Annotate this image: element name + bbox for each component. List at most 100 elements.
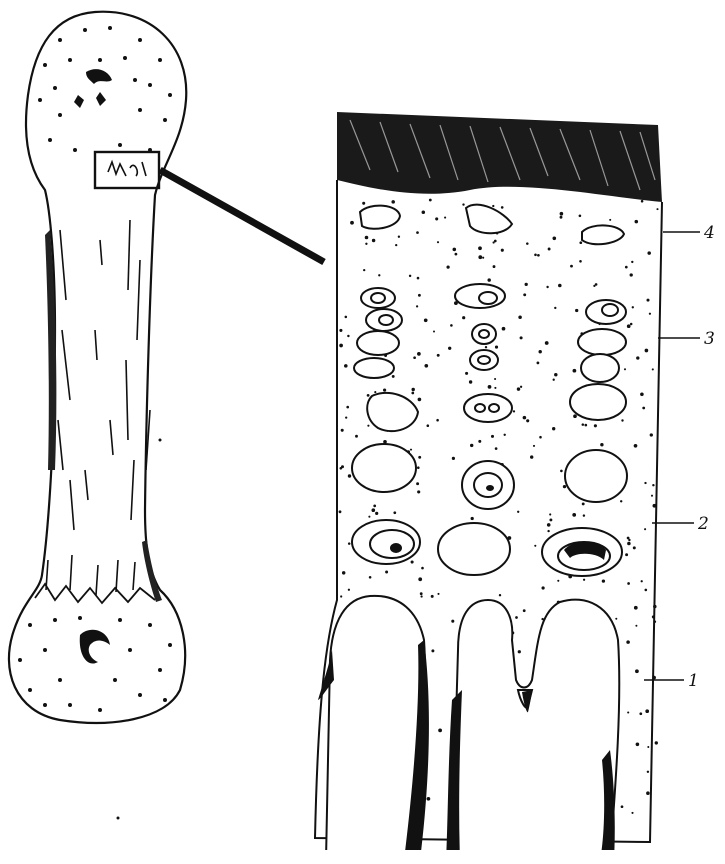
stipple-dot (639, 712, 642, 715)
stipple-dot (534, 253, 537, 256)
stipple-dot (573, 414, 577, 418)
stipple-dot (418, 398, 422, 402)
stipple-dot (418, 456, 421, 459)
stipple-dot (345, 316, 348, 319)
stipple-dot (420, 595, 422, 597)
stipple-dot (417, 466, 420, 469)
stipple-dot (582, 502, 585, 505)
magnification-connector (160, 170, 324, 262)
stipple-dot (427, 797, 431, 801)
stipple-dot (631, 812, 633, 814)
stipple-dot (542, 586, 545, 589)
stipple-dot (369, 576, 372, 579)
stipple-dot (455, 253, 458, 256)
stipple-dot (385, 571, 388, 574)
stipple-dot (560, 470, 563, 473)
stipple-dot (609, 219, 611, 221)
stipple-dot (549, 518, 552, 521)
stipple-dot (530, 455, 533, 458)
stipple-dot (469, 380, 472, 383)
stipple-dot (645, 709, 649, 713)
label-2: 2 (697, 514, 709, 534)
label-3: 3 (704, 329, 715, 349)
stipple-dot (625, 266, 628, 269)
stipple-dot (650, 433, 653, 436)
stipple-dot (470, 444, 473, 447)
stipple-dot (373, 505, 376, 508)
stipple-dot (499, 594, 501, 596)
stipple-dot (339, 329, 342, 332)
stipple-dot (554, 373, 557, 376)
bone-outline (9, 12, 186, 723)
stipple-dot (584, 424, 587, 427)
stipple-dot (579, 214, 582, 217)
stipple-dot (494, 378, 496, 380)
stipple-dot (348, 542, 351, 545)
stipple-dot (583, 514, 585, 516)
shaft-texture (48, 220, 150, 530)
stipple-dot (378, 274, 380, 276)
stipple-dot (421, 567, 424, 570)
stipple-dot (553, 379, 555, 381)
stipple-dot (626, 640, 630, 644)
stipple-dot (418, 294, 421, 297)
stipple-dot (634, 606, 638, 610)
stipple-dot (342, 571, 345, 574)
stipple-dot (552, 427, 555, 430)
stipple-dot (627, 542, 631, 546)
stipple-dot (548, 248, 551, 251)
long-bone (9, 12, 186, 723)
stipple-dot (446, 265, 449, 268)
stipple-dot (520, 336, 523, 339)
label-1: 1 (688, 671, 699, 691)
stipple-dot (367, 425, 369, 427)
stipple-dot (429, 199, 432, 202)
stipple-dot (448, 347, 451, 350)
stipple-dot (395, 244, 397, 246)
stipple-dot (628, 539, 630, 541)
stipple-dot (546, 286, 548, 288)
stipple-dot (647, 251, 650, 254)
stipple-dot (652, 368, 654, 370)
stray-mark (159, 439, 162, 442)
stipple-dot (462, 203, 464, 205)
stipple-dot (482, 257, 484, 259)
stipple-dot (523, 416, 527, 420)
stipple-dot (492, 205, 494, 207)
stipple-dot (645, 589, 648, 592)
stipple-dot (355, 435, 358, 438)
articular-hatch-band (337, 112, 662, 202)
stipple-dot (478, 440, 481, 443)
stipple-dot (621, 419, 623, 421)
stipple-dot (553, 237, 557, 241)
stipple-dot (462, 316, 465, 319)
stipple-dot (572, 513, 576, 517)
cortex-shading-left (45, 230, 56, 470)
stipple-dot (539, 350, 542, 353)
stipple-dot (515, 616, 518, 619)
stipple-dot (583, 579, 585, 581)
stipple-dot (431, 649, 434, 652)
stipple-dot (420, 592, 423, 595)
stipple-dot (647, 746, 649, 748)
label-4: 4 (703, 223, 715, 243)
proximal-epiphysis-stipple (38, 26, 172, 152)
stipple-dot (549, 513, 551, 515)
stipple-dot (653, 504, 657, 508)
stipple-dot (615, 618, 617, 620)
stipple-dot (653, 605, 657, 609)
stipple-dot (350, 221, 354, 225)
stipple-dot (341, 429, 344, 432)
stipple-dot (602, 579, 605, 582)
stipple-dot (526, 242, 529, 245)
stipple-dot (635, 669, 639, 673)
stipple-dot (634, 444, 638, 448)
stipple-dot (488, 385, 492, 389)
stipple-dot (346, 406, 349, 409)
stipple-dot (525, 283, 528, 286)
stipple-dot (644, 528, 646, 530)
magnified-region-box (95, 152, 159, 188)
growth-plate-line (35, 584, 155, 603)
stipple-dot (409, 275, 411, 277)
